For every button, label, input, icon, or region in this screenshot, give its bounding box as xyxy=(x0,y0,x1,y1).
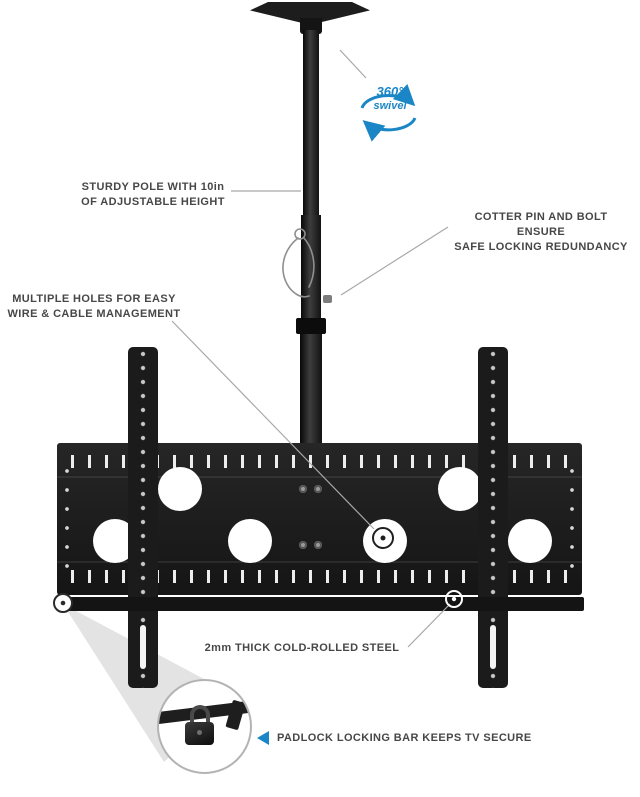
pole-locking-collar xyxy=(296,318,326,334)
plate-bottom-slot-row xyxy=(71,570,568,583)
annotation-cotter-pin-line1: COTTER PIN AND BOLT ENSURE xyxy=(474,211,608,238)
annotation-multiple-holes-line1: MULTIPLE HOLES FOR EASY xyxy=(12,293,176,305)
cable-hole xyxy=(438,467,482,511)
pole-lower-section xyxy=(300,334,322,450)
annotation-sturdy-pole-line1: STURDY POLE WITH 10in xyxy=(81,181,225,193)
annotation-cotter-pin: COTTER PIN AND BOLT ENSURE SAFE LOCKING … xyxy=(450,210,632,255)
annotation-multiple-holes: MULTIPLE HOLES FOR EASY WIRE & CABLE MAN… xyxy=(3,292,185,322)
plate-left-hole-column xyxy=(63,465,71,577)
annotation-steel: 2mm THICK COLD-ROLLED STEEL xyxy=(192,641,412,656)
padlock-inset xyxy=(157,679,252,774)
cable-hole xyxy=(508,519,552,563)
right-bracket-rail xyxy=(478,347,508,688)
cable-hole xyxy=(228,519,272,563)
annotation-cotter-pin-line2: SAFE LOCKING REDUNDANCY xyxy=(454,241,628,253)
center-screw xyxy=(314,485,322,493)
left-arrow-icon xyxy=(257,731,269,745)
annotation-sturdy-pole-line2: OF ADJUSTABLE HEIGHT xyxy=(81,196,225,208)
annotation-steel-line: 2mm THICK COLD-ROLLED STEEL xyxy=(204,642,400,654)
cable-hole xyxy=(158,467,202,511)
pole-upper-section xyxy=(303,30,319,215)
padlock-locking-bar xyxy=(66,597,584,611)
annotation-padlock-line: PADLOCK LOCKING BAR KEEPS TV SECURE xyxy=(277,732,532,744)
cable-hole xyxy=(363,519,407,563)
padlock-shackle-icon xyxy=(190,705,210,723)
swivel-arc-bottom xyxy=(362,117,417,142)
padlock-keyhole-icon xyxy=(197,730,202,735)
left-rail-slot xyxy=(140,625,146,669)
plate-right-hole-column xyxy=(568,465,576,577)
center-screw xyxy=(299,485,307,493)
marker-dot-padlock-bar xyxy=(60,600,66,606)
left-bracket-rail xyxy=(128,347,158,688)
annotation-padlock: PADLOCK LOCKING BAR KEEPS TV SECURE xyxy=(277,731,532,746)
center-screw xyxy=(299,541,307,549)
plate-crease-bottom xyxy=(57,561,582,563)
pole-outer-tube xyxy=(301,215,321,320)
swivel-text-label: swivel xyxy=(373,100,407,112)
swivel-degrees-label: 360° xyxy=(376,84,404,99)
annotation-multiple-holes-line2: WIRE & CABLE MANAGEMENT xyxy=(7,308,181,320)
right-rail-slot xyxy=(490,625,496,669)
annotation-sturdy-pole: STURDY POLE WITH 10in OF ADJUSTABLE HEIG… xyxy=(55,180,251,210)
callout-line-cotter-pin xyxy=(340,226,449,296)
callout-line-swivel xyxy=(339,49,367,79)
center-screw xyxy=(314,541,322,549)
locking-bolt xyxy=(323,295,332,303)
